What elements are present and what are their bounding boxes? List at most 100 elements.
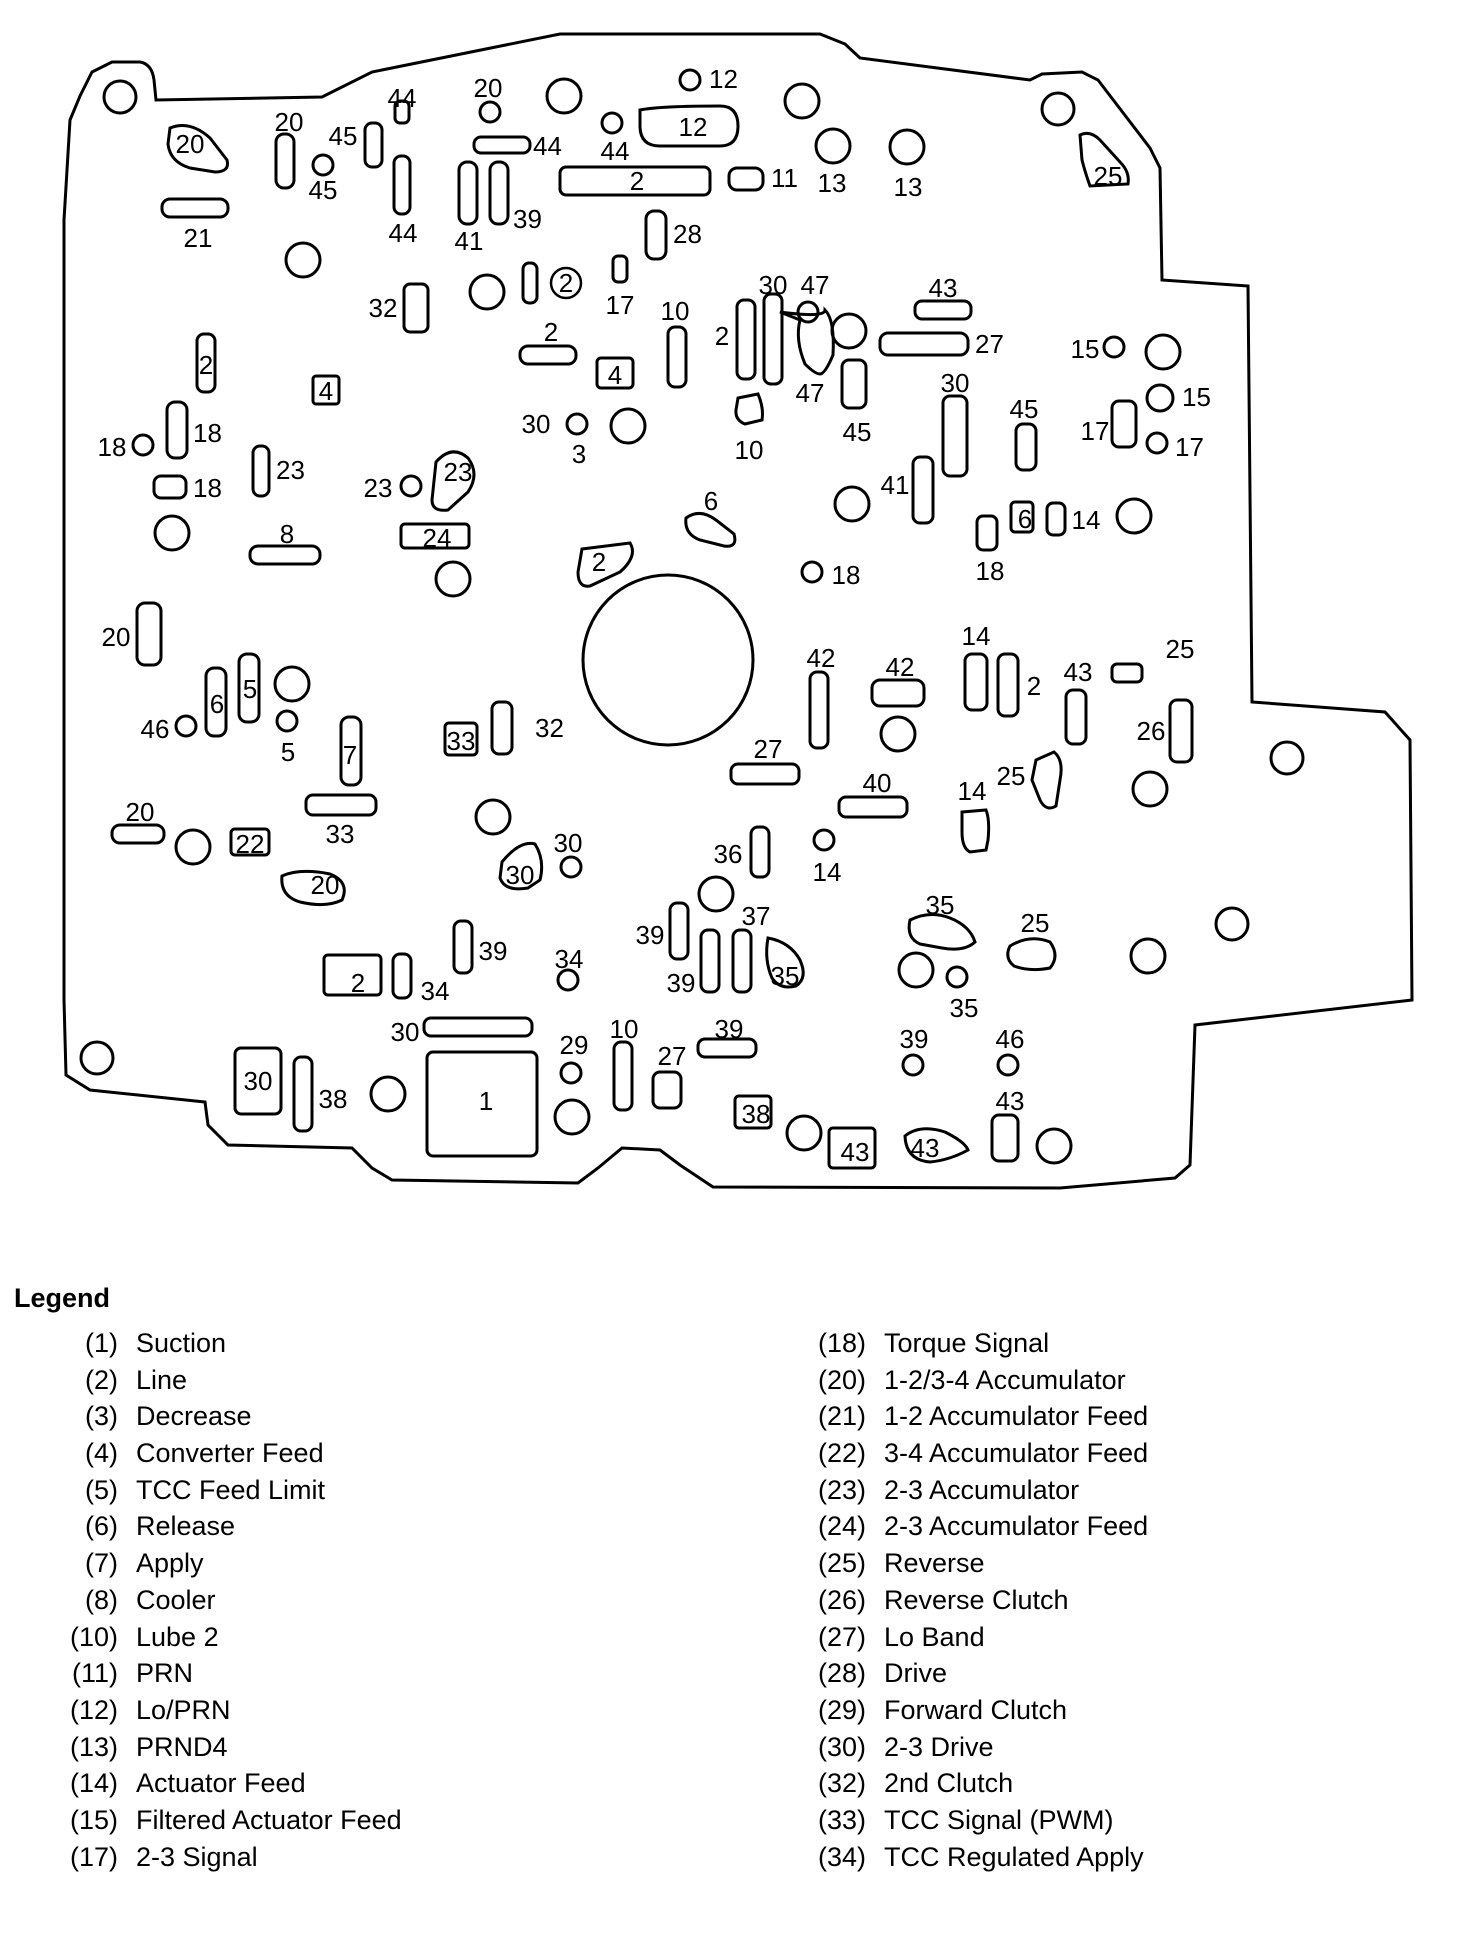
- port-label: 32: [535, 713, 564, 743]
- port-label: 25: [997, 761, 1026, 791]
- legend-item-number: (5): [85, 1474, 118, 1505]
- port-label: 20: [474, 73, 503, 103]
- legend-item-label: 2-3 Accumulator: [884, 1474, 1080, 1505]
- legend-item-number: (27): [817, 1621, 866, 1652]
- legend-item-label: Reverse Clutch: [884, 1584, 1069, 1615]
- port-label: 35: [950, 993, 979, 1023]
- port-label: 13: [818, 168, 847, 198]
- port-label: 2: [351, 968, 365, 998]
- legend-item-label: Lo/PRN: [136, 1694, 231, 1725]
- port-label: 38: [742, 1099, 771, 1129]
- legend-item-number: (32): [817, 1768, 866, 1799]
- legend-item-label: Drive: [884, 1658, 948, 1689]
- legend-item-number: (22): [817, 1438, 866, 1469]
- boxed-ports: [229, 356, 1035, 1170]
- legend-item-label: TCC Feed Limit: [136, 1474, 326, 1505]
- legend-item-number: (3): [85, 1401, 118, 1432]
- round-holes: [79, 77, 1305, 1165]
- port-label: 47: [801, 270, 830, 300]
- port-label: 42: [886, 652, 915, 682]
- port-label: 36: [714, 839, 743, 869]
- port-label: 44: [388, 83, 417, 113]
- legend-item-number: (12): [69, 1694, 118, 1725]
- port-label: 43: [1064, 657, 1093, 687]
- legend-item-label: TCC Regulated Apply: [884, 1841, 1144, 1872]
- port-label: 27: [975, 329, 1004, 359]
- legend-item-label: Reverse: [884, 1548, 985, 1579]
- spacer-plate-outline: [62, 32, 1414, 1190]
- small-ports: [131, 68, 1169, 1085]
- port-label: 43: [911, 1133, 940, 1163]
- port-label: 40: [863, 768, 892, 798]
- port-label: 34: [555, 944, 584, 974]
- label-1: 1: [479, 1086, 493, 1116]
- port-label: 20: [275, 107, 304, 137]
- legend-title: Legend: [14, 1283, 111, 1313]
- legend-item-label: Apply: [136, 1548, 204, 1579]
- legend-item-label: Release: [136, 1511, 236, 1542]
- port-label: 35: [926, 890, 955, 920]
- port-label: 30: [554, 828, 583, 858]
- port-label: 41: [455, 226, 484, 256]
- port-label: 30: [244, 1066, 273, 1096]
- legend-item-number: (30): [817, 1731, 866, 1762]
- legend-item-number: (21): [817, 1401, 866, 1432]
- port-label: 21: [184, 223, 213, 253]
- legend-item-label: Converter Feed: [136, 1438, 324, 1469]
- port-label: 8: [280, 519, 294, 549]
- port-label: 7: [343, 740, 357, 770]
- port-label: 2: [1027, 671, 1041, 701]
- port-label: 43: [929, 273, 958, 303]
- port-label: 2: [199, 350, 213, 380]
- port-label: 5: [281, 737, 295, 767]
- port-label: 39: [715, 1014, 744, 1044]
- legend-item-number: (17): [69, 1841, 118, 1872]
- port-label: 15: [1071, 334, 1100, 364]
- legend-item-number: (14): [69, 1768, 118, 1799]
- circled-label-2: 2: [549, 266, 583, 300]
- port-label: 39: [479, 936, 508, 966]
- port-label: 42: [807, 643, 836, 673]
- port-label: 12: [679, 112, 708, 142]
- port-label: 45: [843, 417, 872, 447]
- legend-item-label: 2-3 Drive: [884, 1731, 994, 1762]
- port-label: 25: [1021, 908, 1050, 938]
- port-label: 30: [941, 368, 970, 398]
- legend-item-label: 1-2 Accumulator Feed: [884, 1401, 1149, 1432]
- port-label: 39: [513, 204, 542, 234]
- legend-item-number: (4): [85, 1438, 118, 1469]
- legend-item-label: Filtered Actuator Feed: [136, 1804, 402, 1835]
- port-label: 29: [560, 1030, 589, 1060]
- port-label: 14: [813, 857, 842, 887]
- port-label: 2: [544, 317, 558, 347]
- port-label: 25: [1094, 161, 1123, 191]
- port-label: 18: [832, 560, 861, 590]
- valve-body-spacer-plate-diagram: 2 1 44 20 12 12 20 45 44 44 20 2 11 13 1…: [62, 32, 1414, 1190]
- port-label: 2: [592, 547, 606, 577]
- legend-item-label: PRND4: [136, 1731, 228, 1762]
- legend-item-label: TCC Signal (PWM): [884, 1804, 1114, 1835]
- port-label: 14: [958, 776, 987, 806]
- port-label: 34: [421, 976, 450, 1006]
- legend-item-number: (23): [817, 1474, 866, 1505]
- legend-item-label: 2nd Clutch: [884, 1768, 1014, 1799]
- legend-item-number: (33): [817, 1804, 866, 1835]
- port-label: 28: [673, 219, 702, 249]
- port-label: 2: [630, 166, 644, 196]
- port-label: 4: [608, 360, 622, 390]
- legend-item-label: Cooler: [136, 1584, 216, 1615]
- legend-item-number: (11): [71, 1658, 118, 1689]
- port-label: 43: [996, 1086, 1025, 1116]
- port-label: 30: [759, 270, 788, 300]
- port-label: 44: [533, 131, 562, 161]
- central-bore: [581, 573, 755, 747]
- port-label: 22: [236, 829, 265, 859]
- port-label: 10: [661, 296, 690, 326]
- port-label: 38: [319, 1084, 348, 1114]
- legend-item-number: (29): [817, 1694, 866, 1725]
- legend-item-number: (8): [85, 1584, 118, 1615]
- legend-item-label: Lube 2: [136, 1621, 219, 1652]
- legend-item-label: Suction: [136, 1328, 227, 1358]
- port-label: 33: [326, 819, 355, 849]
- port-label: 18: [193, 473, 222, 503]
